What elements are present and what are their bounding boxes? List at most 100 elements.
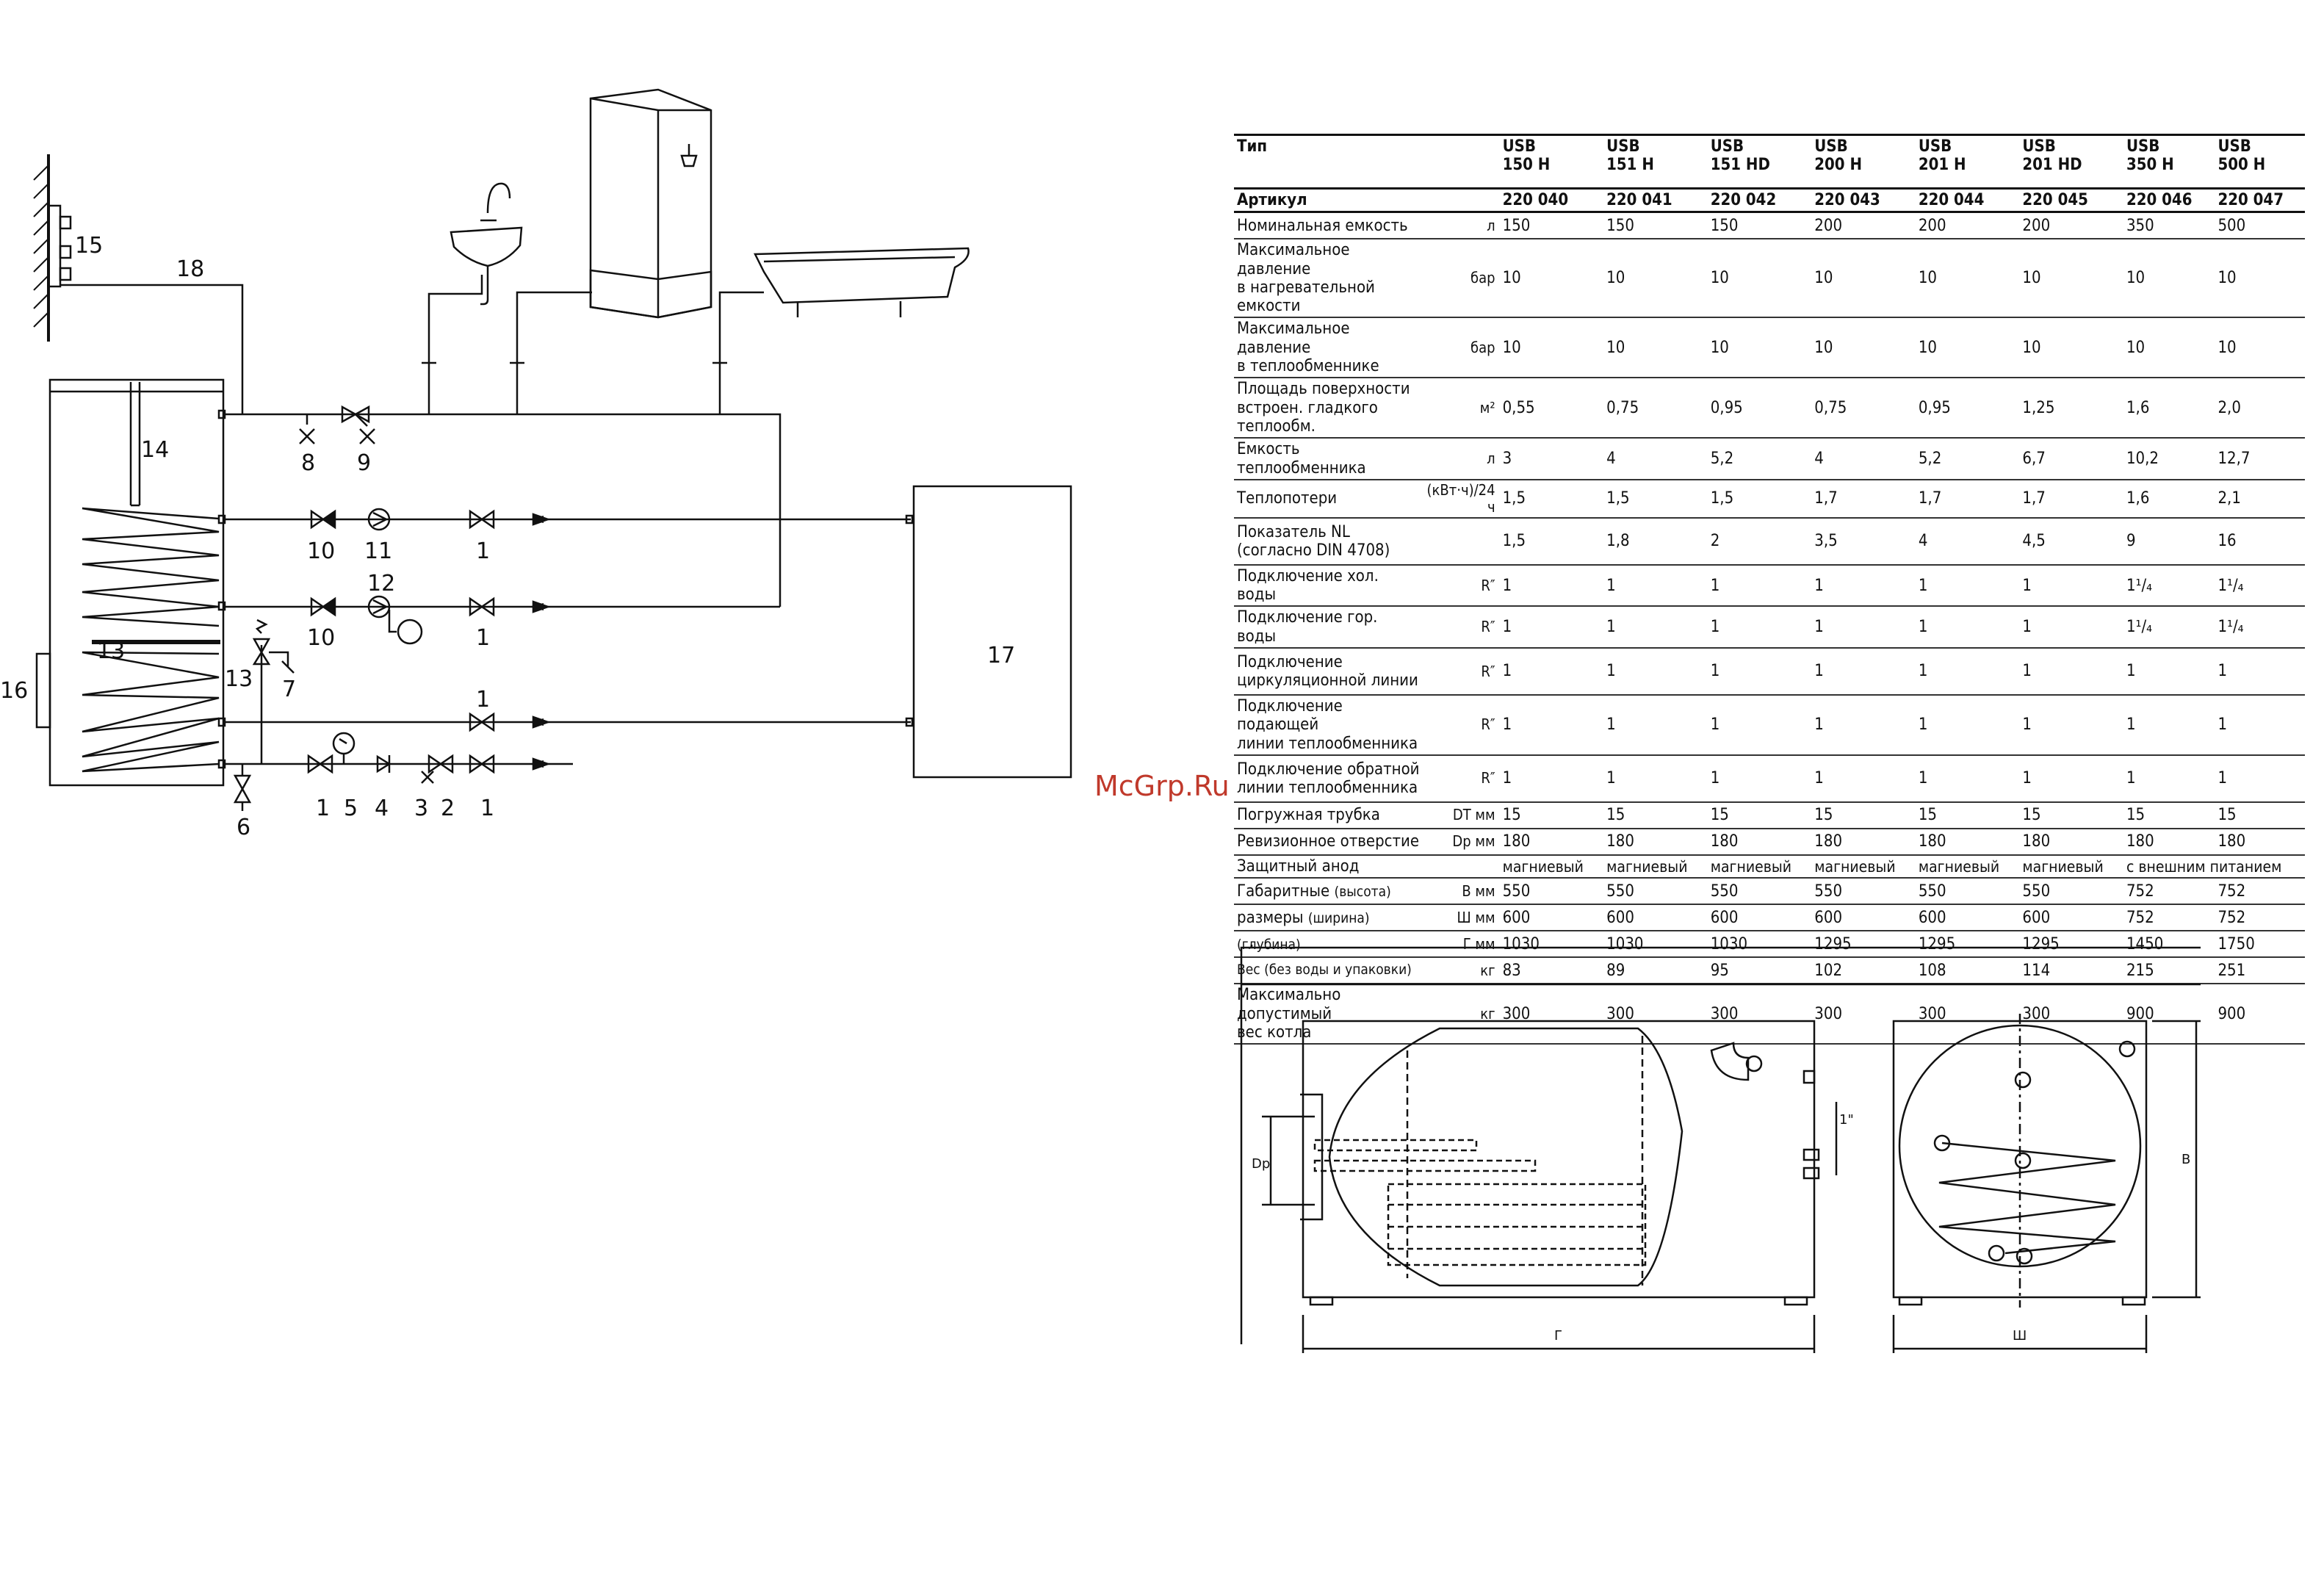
dims-unit: Г мм — [1423, 931, 1499, 959]
row-unit: R″ — [1423, 695, 1499, 756]
dims-value: 1295 — [2018, 931, 2123, 959]
dims-value: 1750 — [2213, 931, 2305, 959]
row-value: 180 — [1913, 828, 2019, 856]
row-value: 1¹/₄ — [2213, 606, 2305, 649]
row-value: 180 — [2213, 828, 2305, 856]
row-value: 1 — [1810, 695, 1915, 756]
dims-value: 600 — [1913, 904, 2019, 932]
row-label: Ревизионное отверстие — [1234, 828, 1424, 856]
row-value: 10 — [1602, 317, 1707, 379]
row-value: 4 — [1602, 438, 1707, 480]
row-value: 10 — [2213, 239, 2305, 319]
label-6: 6 — [237, 815, 250, 840]
row-value: 200 — [1913, 212, 2019, 240]
dims-value: 1030 — [1706, 931, 1811, 959]
row-value: 1 — [2018, 606, 2123, 649]
row-unit: R″ — [1423, 564, 1499, 607]
row-value: 1,7 — [1913, 479, 2019, 519]
row-value: 0,95 — [1913, 378, 2019, 439]
row-value: 1,5 — [1498, 479, 1603, 519]
dims-value: 600 — [2018, 904, 2123, 932]
row-value: 1 — [1706, 564, 1811, 607]
row-value: 15 — [1913, 801, 2019, 829]
row-value: 0,95 — [1706, 378, 1811, 439]
row-value: 10 — [2121, 317, 2215, 379]
installation-scheme: 15 18 14 8 9 10 11 1 12 10 1 13 13 7 16 … — [0, 88, 1072, 840]
row-value: 1,5 — [1706, 479, 1811, 519]
row-label: Подключение гор. воды — [1234, 606, 1424, 649]
row-value: 200 — [1810, 212, 1915, 240]
row-unit: R″ — [1423, 606, 1499, 649]
article-cell: 220 044 — [1913, 187, 2019, 214]
article-cell: 220 041 — [1602, 187, 1707, 214]
row-value: 10 — [1602, 239, 1707, 319]
row-value: 1 — [2121, 754, 2215, 803]
row-value: 1,6 — [2121, 378, 2215, 439]
row-value: 15 — [2018, 801, 2123, 829]
dp-label: Dp — [1252, 1156, 1270, 1172]
row-value: 1 — [1810, 606, 1915, 649]
anode-row: Защитный анод магниевый магниевый магние… — [1234, 854, 2305, 879]
row-value: 10 — [1706, 239, 1811, 319]
row-value: 15 — [1810, 801, 1915, 829]
label-2: 2 — [441, 796, 455, 821]
row-unit: (кВт·ч)/24 ч — [1423, 479, 1499, 519]
dims-value: 600 — [1498, 904, 1603, 932]
anode-cell: магниевый — [1602, 854, 1707, 879]
article-cell: 220 043 — [1810, 187, 1915, 214]
row-value: 1¹/₄ — [2121, 564, 2215, 607]
row-unit: л — [1423, 212, 1499, 240]
dims-label: размеры (ширина) — [1234, 904, 1424, 932]
dims-value: 1295 — [1810, 931, 1915, 959]
dims-unit: Ш мм — [1423, 904, 1499, 932]
row-value: 180 — [2121, 828, 2215, 856]
label-13a: 13 — [97, 638, 125, 664]
row-value: 150 — [1498, 212, 1603, 240]
row-value: 1 — [1913, 648, 2019, 696]
row-value: 4,5 — [2018, 517, 2123, 566]
row-value: 1 — [1602, 648, 1707, 696]
row-unit — [1423, 517, 1499, 566]
row-value: 1,25 — [2018, 378, 2123, 439]
row-label: Номинальная емкость — [1234, 212, 1424, 240]
label-1a: 1 — [476, 538, 490, 564]
article-cell: 220 047 — [2213, 187, 2305, 214]
row-value: 12,7 — [2213, 438, 2305, 480]
row-value: 15 — [1498, 801, 1603, 829]
row-value: 1 — [1913, 564, 2019, 607]
row-unit: R″ — [1423, 754, 1499, 803]
row-value: 15 — [1706, 801, 1811, 829]
row-unit: л — [1423, 438, 1499, 480]
dims-value: 752 — [2121, 878, 2215, 906]
row-value: 1 — [1602, 695, 1707, 756]
row-value: 10 — [1498, 239, 1603, 319]
label-1e: 1 — [480, 796, 494, 821]
label-16: 16 — [0, 678, 28, 704]
row-value: 10 — [1810, 239, 1915, 319]
article-row: Артикул 220 040 220 041 220 042 220 043 … — [1234, 187, 2305, 214]
row-value: 1 — [1913, 695, 2019, 756]
row-value: 16 — [2213, 517, 2305, 566]
row-label: Теплопотери — [1234, 479, 1424, 519]
row-value: 1¹/₄ — [2121, 606, 2215, 649]
row-value: 15 — [2121, 801, 2215, 829]
row-value: 1 — [1498, 564, 1603, 607]
